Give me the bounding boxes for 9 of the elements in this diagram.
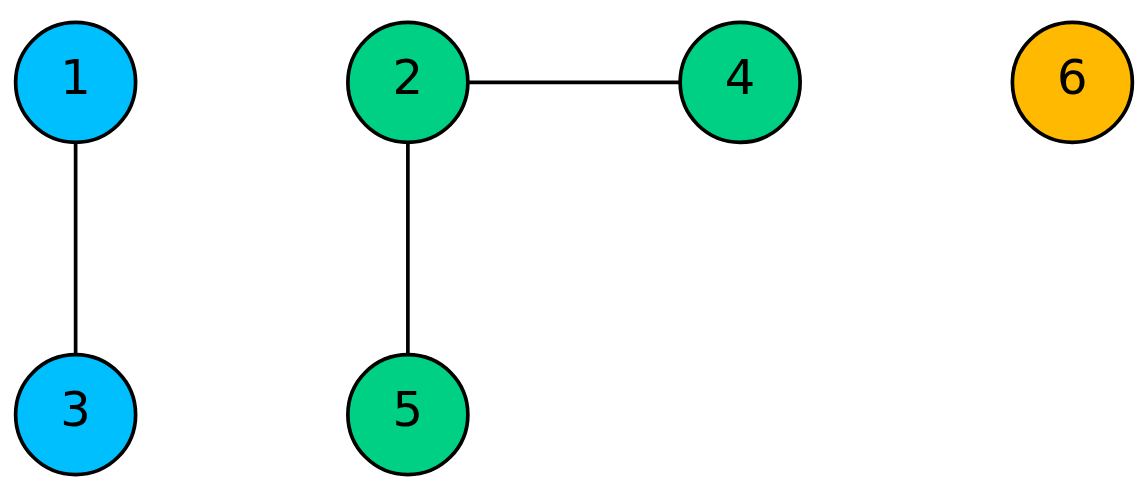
- node-circle: 4: [678, 20, 802, 144]
- node-circle: 5: [346, 352, 470, 476]
- node-circle: 2: [346, 20, 470, 144]
- node-circle: 3: [13, 352, 138, 476]
- connector: [73, 142, 78, 355]
- connector: [406, 142, 410, 355]
- node-circle: 1: [13, 20, 138, 144]
- connector: [468, 80, 681, 84]
- node-circle: 6: [1010, 20, 1135, 144]
